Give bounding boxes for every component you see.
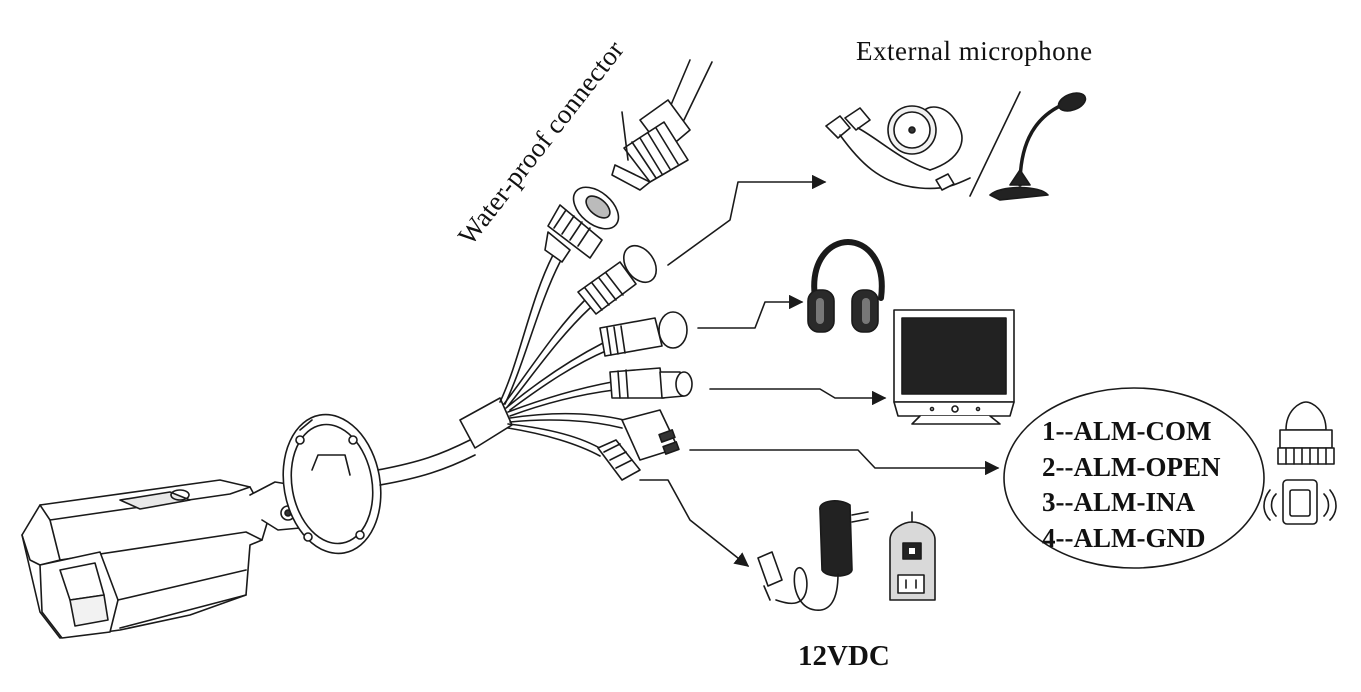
alarm-pin-outline bbox=[1003, 387, 1265, 569]
breakout-wires bbox=[499, 254, 625, 457]
audio-in-rca bbox=[577, 244, 658, 315]
bnc-video-connector bbox=[609, 367, 693, 399]
power-label: 12VDC bbox=[798, 640, 890, 672]
external-microphone-label: External microphone bbox=[856, 36, 1093, 66]
connection-arrows bbox=[639, 174, 1000, 567]
dc-power-plug bbox=[597, 439, 641, 481]
headphones-icon bbox=[807, 239, 885, 333]
alarm-pin-4: 4--ALM-GND bbox=[1042, 522, 1206, 553]
external-microphone-icon bbox=[825, 91, 1087, 201]
power-adapter-icon bbox=[757, 500, 869, 611]
alarm-pin-3: 3--ALM-INA bbox=[1042, 487, 1195, 517]
alarm-pin-2: 2--ALM-OPEN bbox=[1042, 451, 1221, 482]
main-cable bbox=[377, 397, 513, 486]
power-outlet-icon bbox=[889, 511, 936, 601]
alarm-pin-1: 1--ALM-COM bbox=[1042, 416, 1212, 446]
waterproof-cap bbox=[611, 59, 713, 191]
waterproof-rj45-connector bbox=[544, 186, 620, 263]
audio-out-rca bbox=[599, 311, 688, 357]
bullet-camera bbox=[21, 413, 382, 639]
alarm-pin-list: 1--ALM-COM 2--ALM-OPEN 3--ALM-INA 4--ALM… bbox=[1042, 414, 1220, 556]
monitor-icon bbox=[893, 309, 1015, 425]
alarm-terminal-block bbox=[621, 409, 680, 461]
alarm-siren-icon bbox=[1277, 401, 1335, 465]
alarm-sensor-icon bbox=[1263, 479, 1337, 525]
